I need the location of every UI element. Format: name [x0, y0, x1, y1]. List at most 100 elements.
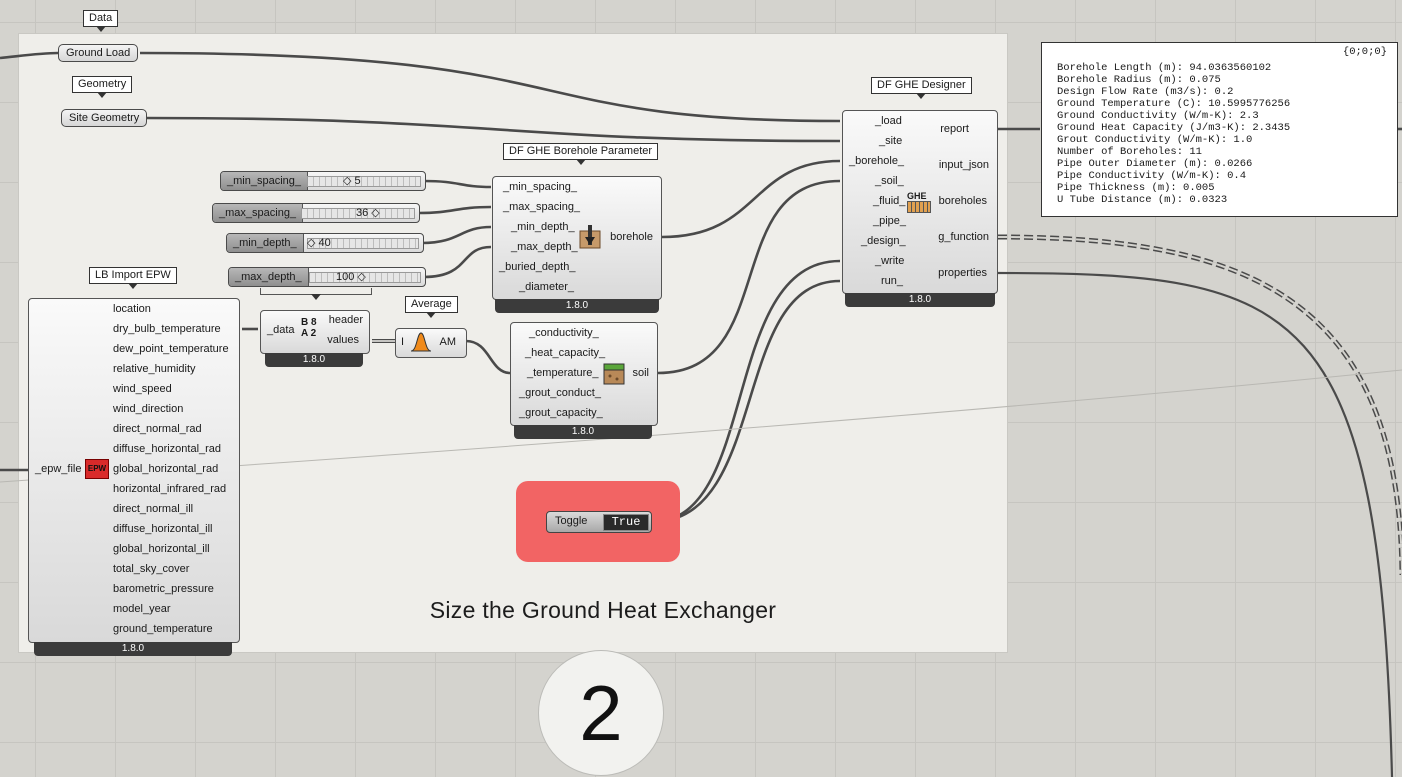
output-values[interactable]: values — [327, 334, 359, 346]
input-borehole[interactable]: _borehole_ — [849, 155, 905, 167]
input-site[interactable]: _site — [879, 135, 903, 147]
output-global-horizontal-ill[interactable]: global_horizontal_ill — [113, 543, 210, 555]
slider-label: _max_depth_ — [229, 268, 309, 286]
slider-track[interactable] — [307, 176, 421, 187]
input-max-spacing[interactable]: _max_spacing_ — [503, 201, 581, 213]
output-header[interactable]: header — [328, 314, 363, 326]
borehole-icon — [579, 225, 601, 252]
run-toggle[interactable]: Toggle True — [546, 511, 652, 533]
wire-g-function-inner — [997, 236, 1402, 576]
import-epw-version: 1.8.0 — [34, 642, 232, 656]
input-run[interactable]: run_ — [881, 275, 904, 287]
output-barometric-pressure[interactable]: barometric_pressure — [113, 583, 214, 595]
wire-min-depth — [421, 225, 492, 245]
input-epw-file[interactable]: _epw_file — [35, 463, 82, 475]
input-temperature[interactable]: _temperature_ — [527, 367, 599, 379]
toggle-value[interactable]: True — [603, 514, 649, 531]
report-panel[interactable]: {0;0;0} Borehole Length (m): 94.03635601… — [1041, 42, 1398, 217]
epw-file-icon: EPW — [85, 459, 109, 479]
input-write[interactable]: _write — [875, 255, 905, 267]
panel-line: Borehole Radius (m): 0.075 — [1057, 74, 1221, 86]
input-pipe[interactable]: _pipe_ — [873, 215, 907, 227]
output-ground-temperature[interactable]: ground_temperature — [113, 623, 213, 635]
output-direct-normal-ill[interactable]: direct_normal_ill — [113, 503, 194, 515]
input-data[interactable]: _data — [267, 324, 295, 336]
input-min-spacing[interactable]: _min_spacing_ — [503, 181, 577, 193]
output-direct-normal-rad[interactable]: direct_normal_rad — [113, 423, 202, 435]
output-input-json[interactable]: input_json — [938, 159, 989, 171]
soil-parameter-component[interactable]: _conductivity_ _heat_capacity_ _temperat… — [510, 322, 658, 426]
slider-label: _min_depth_ — [227, 234, 304, 252]
output-diffuse-horizontal-ill[interactable]: diffuse_horizontal_ill — [113, 523, 213, 535]
soil-icon — [603, 363, 625, 388]
min-depth-slider[interactable]: _min_depth_ ◇ 40 — [226, 233, 424, 253]
input-grout-capacity[interactable]: _grout_capacity_ — [519, 407, 603, 419]
borehole-param-component[interactable]: _min_spacing_ _max_spacing_ _min_depth_ … — [492, 176, 662, 300]
wire-toggle-run — [651, 279, 841, 524]
output-properties[interactable]: properties — [938, 267, 987, 279]
output-soil[interactable]: soil — [632, 367, 649, 379]
output-global-horizontal-rad[interactable]: global_horizontal_rad — [113, 463, 219, 475]
site-geometry-param[interactable]: Site Geometry — [61, 109, 148, 127]
output-dry-bulb-temperature[interactable]: dry_bulb_temperature — [113, 323, 221, 335]
bell-curve-icon — [410, 332, 432, 355]
tag-data: Data — [83, 10, 119, 32]
max-spacing-slider[interactable]: _max_spacing_ 36 ◇ — [212, 203, 420, 223]
output-model-year[interactable]: model_year — [113, 603, 171, 615]
output-report[interactable]: report — [940, 123, 969, 135]
ground-load-param[interactable]: Ground Load — [58, 44, 139, 62]
min-spacing-slider[interactable]: _min_spacing_ ◇ 5 — [220, 171, 426, 191]
input-soil[interactable]: _soil_ — [875, 175, 904, 187]
input-diameter[interactable]: _diameter_ — [519, 281, 575, 293]
slider-track[interactable] — [309, 272, 421, 283]
tag-average: Average — [405, 296, 458, 318]
output-boreholes[interactable]: boreholes — [938, 195, 987, 207]
wire-max-depth — [423, 245, 492, 279]
slider-label: _min_spacing_ — [221, 172, 308, 190]
wire-site-geometry — [145, 116, 841, 143]
slider-value: 36 ◇ — [356, 207, 380, 219]
input-load[interactable]: _load — [875, 115, 902, 127]
panel-line: Design Flow Rate (m3/s): 0.2 — [1057, 86, 1234, 98]
output-horizontal-infrared-rad[interactable]: horizontal_infrared_rad — [113, 483, 227, 495]
wire-ground-load — [139, 51, 841, 123]
output-dew-point-temperature[interactable]: dew_point_temperature — [113, 343, 229, 355]
panel-path: {0;0;0} — [1342, 46, 1387, 58]
slider-value: 100 ◇ — [336, 271, 366, 283]
output-am[interactable]: AM — [439, 336, 457, 348]
panel-line: Pipe Conductivity (W/m-K): 0.4 — [1057, 170, 1247, 182]
import-epw-component[interactable]: _epw_file EPW location dry_bulb_temperat… — [28, 298, 240, 643]
input-heat-capacity[interactable]: _heat_capacity_ — [525, 347, 606, 359]
deconstruct-version: 1.8.0 — [265, 353, 363, 367]
toggle-label: Toggle — [555, 515, 588, 527]
input-buried-depth[interactable]: _buried_depth_ — [499, 261, 576, 273]
input-design[interactable]: _design_ — [861, 235, 906, 247]
max-depth-slider[interactable]: _max_depth_ 100 ◇ — [228, 267, 426, 287]
output-wind-direction[interactable]: wind_direction — [113, 403, 184, 415]
output-diffuse-horizontal-rad[interactable]: diffuse_horizontal_rad — [113, 443, 222, 455]
slider-track[interactable] — [301, 208, 415, 219]
output-relative-humidity[interactable]: relative_humidity — [113, 363, 196, 375]
average-component[interactable]: I AM — [395, 328, 467, 358]
input-conductivity[interactable]: _conductivity_ — [529, 327, 599, 339]
output-location[interactable]: location — [113, 303, 151, 315]
panel-line: Ground Heat Capacity (J/m3-K): 2.3435 — [1057, 122, 1291, 134]
slider-track[interactable] — [307, 238, 419, 249]
input-max-depth[interactable]: _max_depth_ — [511, 241, 578, 253]
input-grout-conduct[interactable]: _grout_conduct_ — [519, 387, 601, 399]
ghe-designer-component[interactable]: _load _site _borehole_ _soil_ _fluid_ _p… — [842, 110, 998, 294]
output-total-sky-cover[interactable]: total_sky_cover — [113, 563, 190, 575]
wire-input-ground-load — [0, 51, 59, 60]
input-list[interactable]: I — [401, 336, 405, 348]
output-borehole[interactable]: borehole — [610, 231, 653, 243]
input-fluid[interactable]: _fluid_ — [873, 195, 906, 207]
panel-line: Borehole Length (m): 94.0363560102 — [1057, 62, 1272, 74]
output-wind-speed[interactable]: wind_speed — [113, 383, 172, 395]
output-g-function[interactable]: g_function — [938, 231, 989, 243]
panel-line: Number of Boreholes: 11 — [1057, 146, 1202, 158]
tag-geometry: Geometry — [72, 76, 133, 98]
input-min-depth[interactable]: _min_depth_ — [511, 221, 575, 233]
wire-properties — [997, 271, 1394, 777]
